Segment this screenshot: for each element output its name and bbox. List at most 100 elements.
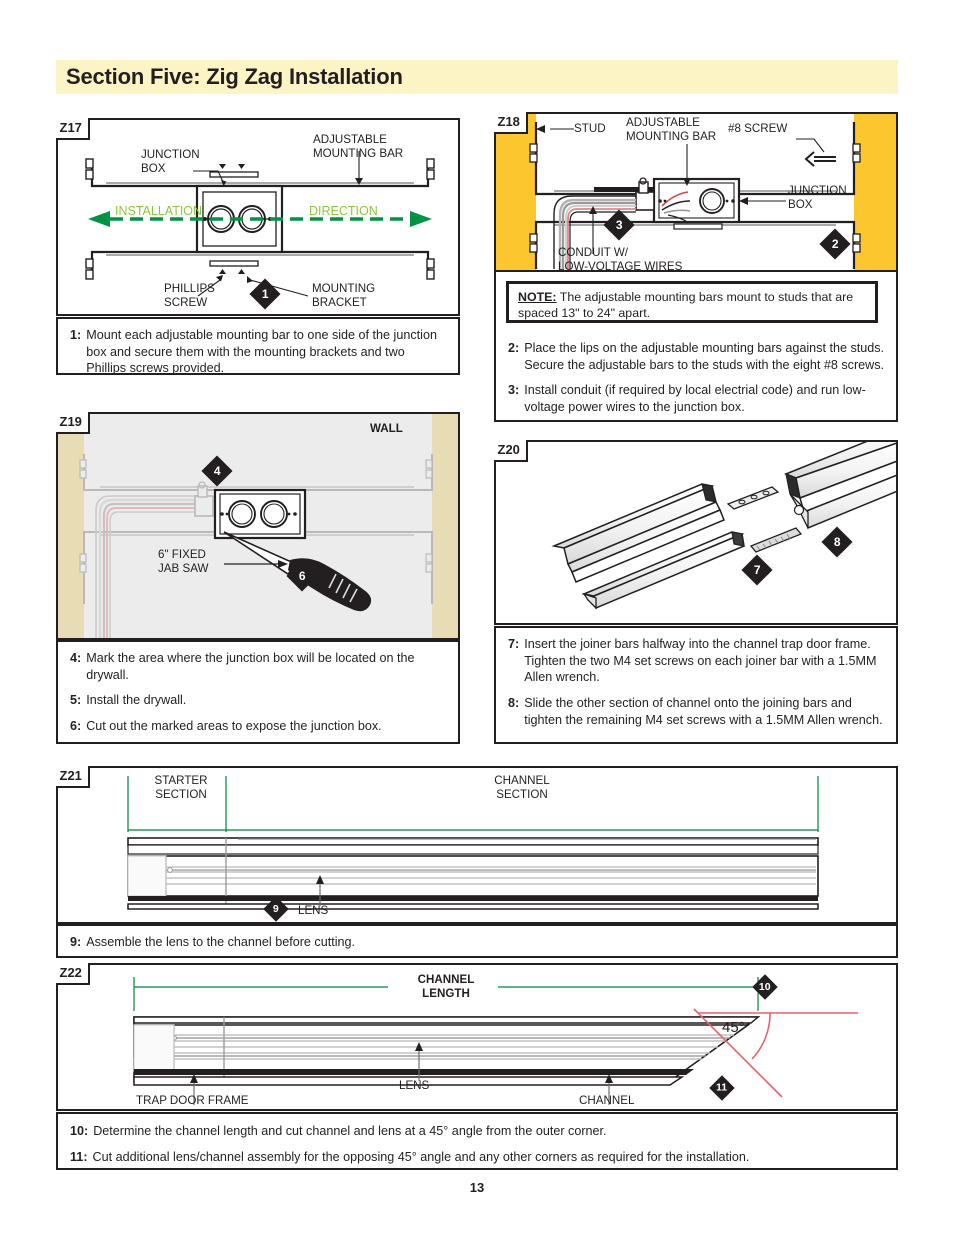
z22-length-line2: LENGTH [422,986,470,1000]
step-text: Mark the area where the junction box wil… [86,651,415,682]
z17-bracket-line1: MOUNTING [312,282,376,295]
z21-channel-line1: CHANNEL [494,774,550,787]
step-item: 10: Determine the channel length and cut… [70,1123,886,1140]
figure-z20-drawing: 7 8 [496,442,896,623]
z21-label-lens: LENS [298,904,329,917]
figure-tag-z17: Z17 [55,117,90,140]
z22-label-angle: 45° [722,1019,745,1036]
figure-tag-z22: Z22 [55,962,90,985]
z18-label-conduit: CONDUIT W/ LOW-VOLTAGE WIRES [558,246,682,270]
step-text: Mount each adjustable mounting bar to on… [86,328,437,376]
z18-conduit-line2: LOW-VOLTAGE WIRES [558,259,683,270]
z17-adjbar-line1: ADJUSTABLE [313,133,387,146]
figure-tag-z20: Z20 [493,439,528,462]
z19-label-wall: WALL [370,422,403,435]
z17-svg [85,151,435,297]
z18-label-junction-box: JUNCTION BOX [788,184,847,212]
step-text: Install conduit (if required by local el… [524,383,866,415]
figure-panel-z20: Z20 [493,439,898,625]
z18-svg [496,114,896,270]
step-item: 7: Insert the joiner bars halfway into t… [508,636,886,686]
note-box: NOTE: The adjustable mounting bars mount… [506,281,878,323]
z17-adjbar-line2: MOUNTING BAR [313,146,404,160]
steps-box-5: 9: Assemble the lens to the channel befo… [56,924,898,958]
figure-panel-z21: Z21 [55,765,898,924]
step-number: 11: [70,1149,88,1164]
steps-box-3: 4: Mark the area where the junction box … [56,640,460,744]
step-item: 3: Install conduit (if required by local… [508,382,886,415]
z17-label-junction-box: JUNCTION BOX [141,148,200,176]
figure-tag-z18: Z18 [493,111,528,134]
z18-adjbar-line1: ADJUSTABLE [626,116,700,129]
z22-label-channel-length: CHANNEL LENGTH [391,973,501,1001]
steps-box-6: 10: Determine the channel length and cut… [56,1112,898,1170]
z17-phillips-line2: SCREW [164,295,208,309]
z21-starter-line1: STARTER [154,774,208,787]
note-text: The adjustable mounting bars mount to st… [518,290,854,321]
figure-z17-drawing: JUNCTION BOX ADJUSTABLE MOUNTING BAR INS… [58,120,458,314]
step-number: 2: [508,341,520,355]
figure-panel-z19: Z19 [55,411,460,640]
step-item: 11: Cut additional lens/channel assembly… [70,1149,886,1166]
z21-channel-line2: SECTION [496,787,548,801]
step-number: 6: [70,719,82,734]
z19-svg [58,414,458,638]
z21-starter-line2: SECTION [155,787,207,801]
z21-svg [127,776,819,910]
z18-label-screw: #8 SCREW [728,122,788,135]
z18-conduit-line1: CONDUIT W/ [558,246,628,259]
z22-label-channel: CHANNEL [579,1094,635,1107]
figure-z18-drawing: STUD ADJUSTABLE MOUNTING BAR #8 SCREW JU… [496,114,896,270]
z19-jabsaw-line2: JAB SAW [158,561,209,575]
page-title: Section Five: Zig Zag Installation [66,64,403,89]
step-text: Slide the other section of channel onto … [524,696,883,727]
z17-bracket-line2: BRACKET [312,295,367,309]
step-item: 1: Mount each adjustable mounting bar to… [70,327,448,377]
z18-label-adjustable-bar: ADJUSTABLE MOUNTING BAR [626,116,716,144]
step-item: 2: Place the lips on the adjustable moun… [508,340,886,373]
step-text: Cut additional lens/channel assembly for… [92,1149,750,1164]
z20-svg [551,442,896,610]
z22-label-lens: LENS [399,1079,430,1092]
z17-label-adjustable-bar: ADJUSTABLE MOUNTING BAR [313,133,403,161]
steps-box-1: 1: Mount each adjustable mounting bar to… [56,317,460,375]
figure-tag-z19: Z19 [55,411,90,434]
z17-label-direction: DIRECTION [309,204,378,218]
z18-junction-box-line1: JUNCTION [788,184,847,197]
step-number: 8: [508,696,520,711]
figure-tag-z21: Z21 [55,765,90,788]
z17-label-phillips-screw: PHILLIPS SCREW [164,282,215,310]
figure-z21-drawing: STARTER SECTION CHANNEL SECTION LENS 9 [58,768,896,922]
z22-length-line1: CHANNEL [417,973,475,986]
section-header-banner: Section Five: Zig Zag Installation [56,60,898,94]
z17-junction-box-line1: JUNCTION [141,148,200,161]
z18-label-stud: STUD [574,122,606,135]
step-item: 6: Cut out the marked areas to expose th… [70,718,448,735]
z21-label-channel-section: CHANNEL SECTION [482,774,562,802]
figure-panel-z17: Z17 [55,117,460,316]
figure-panel-z18: Z18 [493,111,898,272]
step-number: 3: [508,383,520,398]
step-number: 7: [508,637,520,651]
step-item: 9: Assemble the lens to the channel befo… [70,934,886,951]
z17-label-mounting-bracket: MOUNTING BRACKET [312,282,375,310]
step-text: Place the lips on the adjustable mountin… [524,341,885,372]
step-text: Insert the joiner bars halfway into the … [524,637,877,685]
step-text: Assemble the lens to the channel before … [86,935,356,949]
page-number: 13 [469,1180,485,1195]
z17-phillips-line1: PHILLIPS [164,282,215,295]
z21-label-starter-section: STARTER SECTION [146,774,216,802]
step-number: 1: [70,328,82,342]
step-text: Cut out the marked areas to expose the j… [86,719,382,734]
figure-panel-z22: Z22 [55,962,898,1111]
z18-adjbar-line2: MOUNTING BAR [626,129,717,143]
step-item: 8: Slide the other section of channel on… [508,695,886,728]
z18-junction-box-line2: BOX [788,197,813,211]
figure-z19-drawing: WALL 6" FIXED JAB SAW 4 6 [58,414,458,638]
step-number: 10: [70,1124,89,1138]
z17-junction-box-line2: BOX [141,161,166,175]
step-item: 5: Install the drywall. [70,692,448,709]
figure-z22-drawing: CHANNEL LENGTH 45° TRAP DOOR FRAME LENS … [58,965,896,1109]
step-number: 5: [70,693,82,708]
